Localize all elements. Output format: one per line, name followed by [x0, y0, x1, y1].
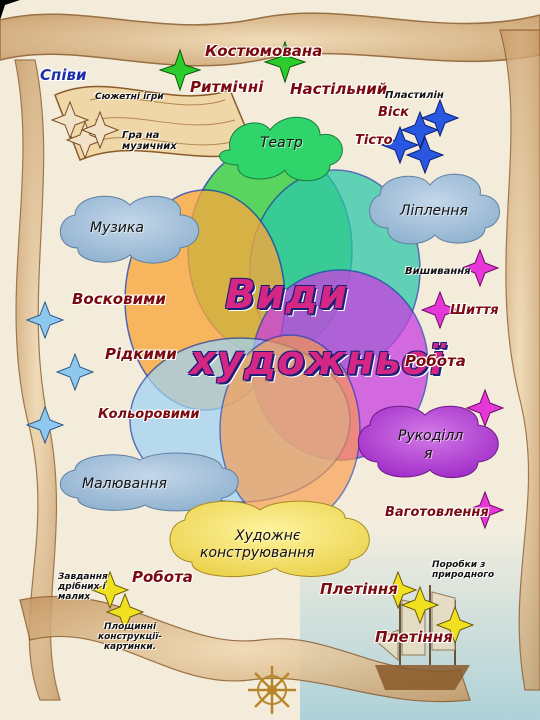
title-line-2: художньої: [190, 338, 445, 384]
scroll-bottom: [19, 595, 471, 703]
scroll-left: [14, 59, 61, 701]
label-sewing: Шиття: [450, 303, 499, 318]
cloud-label-music: Музика: [90, 220, 144, 236]
label-work-craft: Робота: [405, 352, 466, 370]
cloud-label-needlework-2: я: [424, 446, 433, 462]
cloud-modeling: [369, 173, 500, 245]
label-wax-crayons: Восковими: [72, 290, 166, 308]
label-natural-crafts: Поробки з природного: [432, 560, 495, 580]
cloud-label-construct-1: Художнє: [235, 528, 301, 544]
cloud-theatre: [219, 116, 343, 182]
label-rhythmic: Ритмічні: [190, 78, 264, 96]
label-colored-pencils: Кольоровими: [98, 407, 200, 422]
cloud-drawing: [59, 452, 239, 512]
cloud-construct: [169, 500, 370, 577]
label-costumed: Костюмована: [205, 42, 323, 60]
cloud-label-modeling: Ліплення: [400, 203, 468, 219]
scroll-right: [499, 29, 540, 691]
label-work-construct: Робота: [132, 568, 193, 586]
cloud-label-drawing: Малювання: [82, 476, 167, 492]
compass-illustration: [248, 666, 296, 714]
cloud-music: [59, 195, 200, 264]
label-weaving-1: Плетіння: [320, 580, 398, 598]
label-plot-games: Сюжетні ігри: [95, 92, 164, 102]
label-embroidery: Вишивання: [405, 266, 471, 277]
title-line-1: Види: [225, 272, 348, 318]
cloud-label-needlework-1: Рукоділл: [398, 428, 464, 444]
label-dough: Тісто: [355, 133, 393, 148]
label-small-tasks: Завдання дрібних і малих: [58, 572, 108, 602]
label-planar-constructs: Площинні конструкції-картинки.: [97, 622, 163, 652]
label-table: Настільний: [290, 80, 388, 98]
label-wax: Віск: [378, 105, 409, 120]
star-decorations: [0, 0, 505, 645]
cloud-label-construct-2: конструювання: [200, 545, 315, 561]
scroll-top: [0, 12, 540, 67]
label-plasticine: Пластилін: [385, 90, 444, 101]
cloud-label-theatre: Театр: [260, 135, 303, 151]
label-music-games: Гра на музичних: [122, 130, 177, 152]
label-making: Ваготовлення: [385, 505, 489, 520]
label-liquid-paints: Рідкими: [105, 345, 177, 363]
label-weaving-2: Плетіння: [375, 628, 453, 646]
label-songs: Співи: [40, 66, 87, 84]
cloud-needlework: [357, 405, 499, 479]
